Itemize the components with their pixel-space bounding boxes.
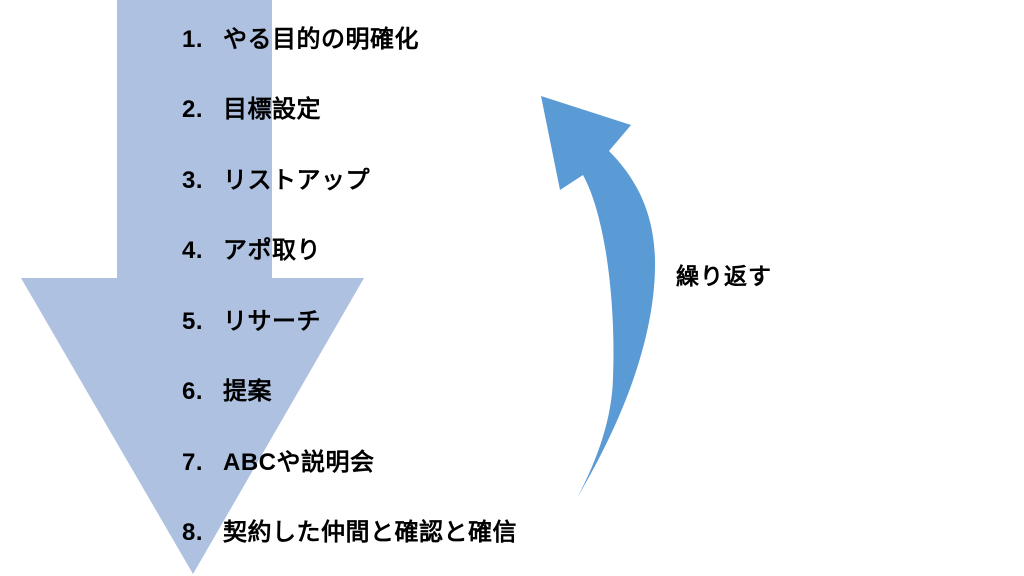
- step-number: 8.: [182, 518, 204, 546]
- step-item-2: 2. 目標設定: [182, 96, 517, 124]
- step-item-3: 3. リストアップ: [182, 167, 517, 195]
- step-label: ABCや説明会: [223, 448, 375, 476]
- step-item-1: 1. やる目的の明確化: [182, 26, 517, 54]
- step-item-4: 4. アポ取り: [182, 237, 517, 265]
- step-number: 6.: [182, 378, 204, 406]
- step-label: 契約した仲間と確認と確信: [223, 518, 517, 546]
- down-arrow-icon: [21, 0, 364, 574]
- step-number: 3.: [182, 166, 204, 194]
- step-number: 5.: [182, 307, 204, 335]
- step-number: 1.: [182, 26, 204, 53]
- step-number: 2.: [182, 96, 204, 124]
- step-label: 目標設定: [223, 96, 321, 124]
- step-label: 提案: [223, 378, 272, 406]
- repeat-arrow-icon: [541, 96, 656, 498]
- step-item-5: 5. リサーチ: [182, 308, 517, 336]
- step-number: 4.: [182, 237, 204, 265]
- repeat-label: 繰り返す: [676, 263, 772, 289]
- step-list: 1. やる目的の明確化 2. 目標設定 3. リストアップ 4. アポ取り 5.…: [182, 26, 517, 547]
- step-label: アポ取り: [223, 237, 321, 265]
- step-label: リストアップ: [223, 166, 370, 194]
- step-number: 7.: [182, 448, 204, 476]
- step-label: リサーチ: [223, 307, 321, 335]
- step-item-6: 6. 提案: [182, 378, 517, 406]
- step-label: やる目的の明確化: [223, 26, 419, 53]
- step-item-7: 7. ABCや説明会: [182, 449, 517, 477]
- step-item-8: 8. 契約した仲間と確認と確信: [182, 519, 517, 547]
